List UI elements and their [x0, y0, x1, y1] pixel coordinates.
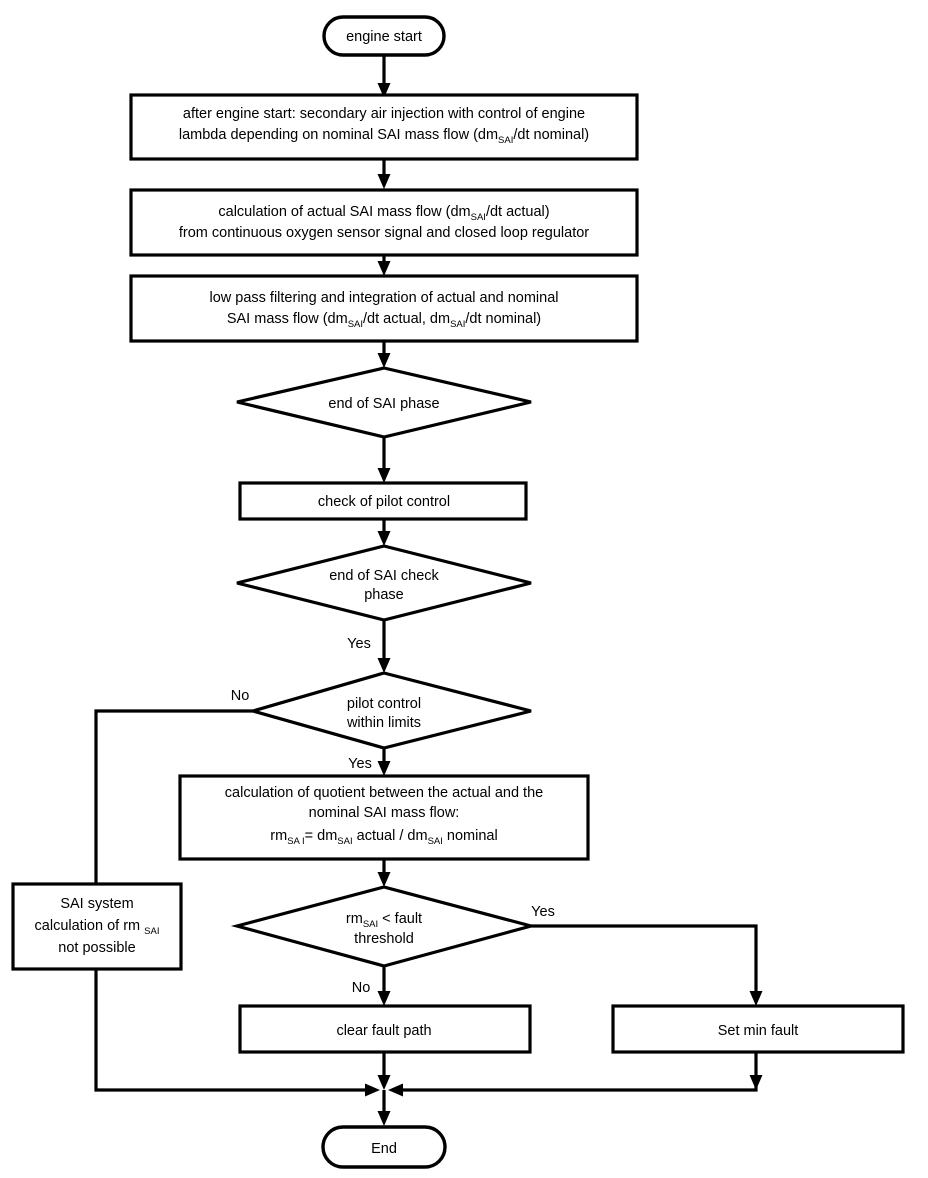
edge-labels: Yes No Yes Yes No [231, 636, 555, 996]
edge-calc-actual-to-low-pass [377, 255, 391, 276]
edge-merge-to-end [377, 1090, 391, 1126]
edge-sai-control-to-calc-actual [377, 159, 391, 189]
edge-label-threshold-no: No [352, 980, 371, 996]
edge-label-limits-no: No [231, 688, 250, 704]
node-check-pilot[interactable]: check of pilot control [238, 481, 528, 521]
node-engine-start-label: engine start [346, 29, 422, 45]
edge-within-limits-yes-to-calc-quotient [377, 748, 391, 776]
node-end-check-phase-line1: end of SAI check [329, 568, 439, 584]
node-end-check-phase[interactable]: end of SAI check phase [236, 544, 532, 622]
edge-low-pass-to-end-sai-phase [377, 341, 391, 368]
node-within-limits[interactable]: pilot control within limits [247, 671, 532, 750]
edge-label-threshold-yes: Yes [531, 904, 555, 920]
node-fault-threshold[interactable]: rmSAI < fault threshold [230, 885, 538, 968]
node-clear-fault-label: clear fault path [336, 1023, 431, 1039]
node-end-sai-phase-label: end of SAI phase [328, 396, 439, 412]
node-sai-not-possible-line2: calculation of rm SAI [35, 918, 160, 937]
node-calc-quotient-line3: rmSA I= dmSAI actual / dmSAI nominal [270, 828, 497, 847]
edge-end-sai-phase-to-check-pilot [377, 437, 391, 483]
node-check-pilot-label: check of pilot control [318, 494, 450, 510]
edge-start-to-sai-control [377, 55, 391, 98]
node-set-min-fault-label: Set min fault [718, 1023, 799, 1039]
edge-fault-threshold-no-to-clear-fault [377, 966, 391, 1006]
node-sai-not-possible[interactable]: SAI system calculation of rm SAI not pos… [11, 882, 183, 971]
node-sai-not-possible-line1: SAI system [60, 896, 133, 912]
node-within-limits-line2: within limits [346, 715, 421, 731]
node-fault-threshold-line2: threshold [354, 931, 414, 947]
node-end-label: End [371, 1141, 397, 1157]
node-calc-quotient-line2: nominal SAI mass flow: [309, 805, 460, 821]
edge-label-check-phase-yes: Yes [347, 636, 371, 652]
edge-fault-threshold-yes-to-set-min-fault [531, 924, 763, 1006]
node-sai-control[interactable]: after engine start: secondary air inject… [129, 93, 639, 161]
node-calc-quotient[interactable]: calculation of quotient between the actu… [178, 774, 590, 861]
edge-calc-quotient-to-fault-threshold [377, 859, 391, 887]
node-engine-start[interactable]: engine start [322, 15, 446, 57]
node-low-pass-line1: low pass filtering and integration of ac… [209, 290, 558, 306]
node-low-pass-line2: SAI mass flow (dmSAI/dt actual, dmSAI/dt… [227, 311, 541, 330]
node-end-sai-phase[interactable]: end of SAI phase [236, 366, 532, 439]
node-calc-actual[interactable]: calculation of actual SAI mass flow (dmS… [129, 188, 639, 257]
node-calc-quotient-line1: calculation of quotient between the actu… [225, 785, 543, 801]
node-sai-control-line1: after engine start: secondary air inject… [183, 106, 585, 122]
edge-set-min-fault-to-merge [388, 1052, 763, 1097]
edge-clear-fault-to-merge [377, 1052, 391, 1090]
node-end[interactable]: End [321, 1125, 447, 1169]
edge-label-limits-yes: Yes [348, 756, 372, 772]
node-fault-threshold-line1: rmSAI < fault [346, 911, 422, 930]
edge-end-check-phase-yes-to-within-limits [377, 620, 391, 673]
node-sai-control-line2: lambda depending on nominal SAI mass flo… [179, 127, 589, 146]
node-low-pass[interactable]: low pass filtering and integration of ac… [129, 274, 639, 343]
node-clear-fault[interactable]: clear fault path [238, 1004, 532, 1054]
node-sai-not-possible-line3: not possible [58, 940, 135, 956]
node-within-limits-line1: pilot control [347, 696, 421, 712]
node-set-min-fault[interactable]: Set min fault [611, 1004, 905, 1054]
node-end-check-phase-line2: phase [364, 587, 404, 603]
node-calc-actual-line1: calculation of actual SAI mass flow (dmS… [218, 204, 549, 223]
node-calc-actual-line2: from continuous oxygen sensor signal and… [179, 225, 589, 241]
edge-check-pilot-to-end-check-phase [377, 519, 391, 546]
